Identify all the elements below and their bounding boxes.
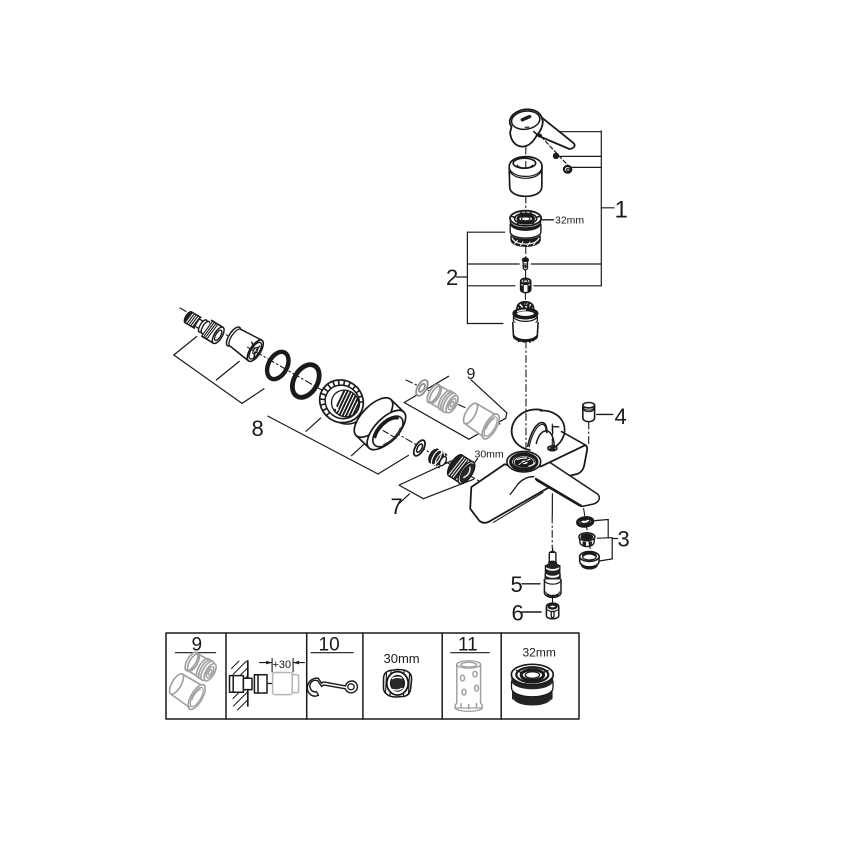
svg-text:2: 2 [446,265,458,290]
svg-text:6: 6 [512,601,524,626]
svg-text:3: 3 [618,527,630,552]
svg-text:1: 1 [615,197,628,224]
svg-text:30mm: 30mm [384,651,420,666]
svg-text:4: 4 [615,404,627,429]
svg-text:32mm: 32mm [523,646,556,660]
svg-text:9: 9 [192,635,203,656]
svg-text:5: 5 [511,572,523,597]
svg-text:7: 7 [391,494,403,519]
svg-text:9: 9 [467,366,476,383]
svg-text:11: 11 [458,635,478,656]
svg-text:8: 8 [252,416,264,441]
svg-text:10: 10 [319,635,340,656]
svg-text:+30: +30 [273,659,292,671]
svg-text:32mm: 32mm [555,215,584,227]
svg-text:30mm: 30mm [475,449,504,461]
